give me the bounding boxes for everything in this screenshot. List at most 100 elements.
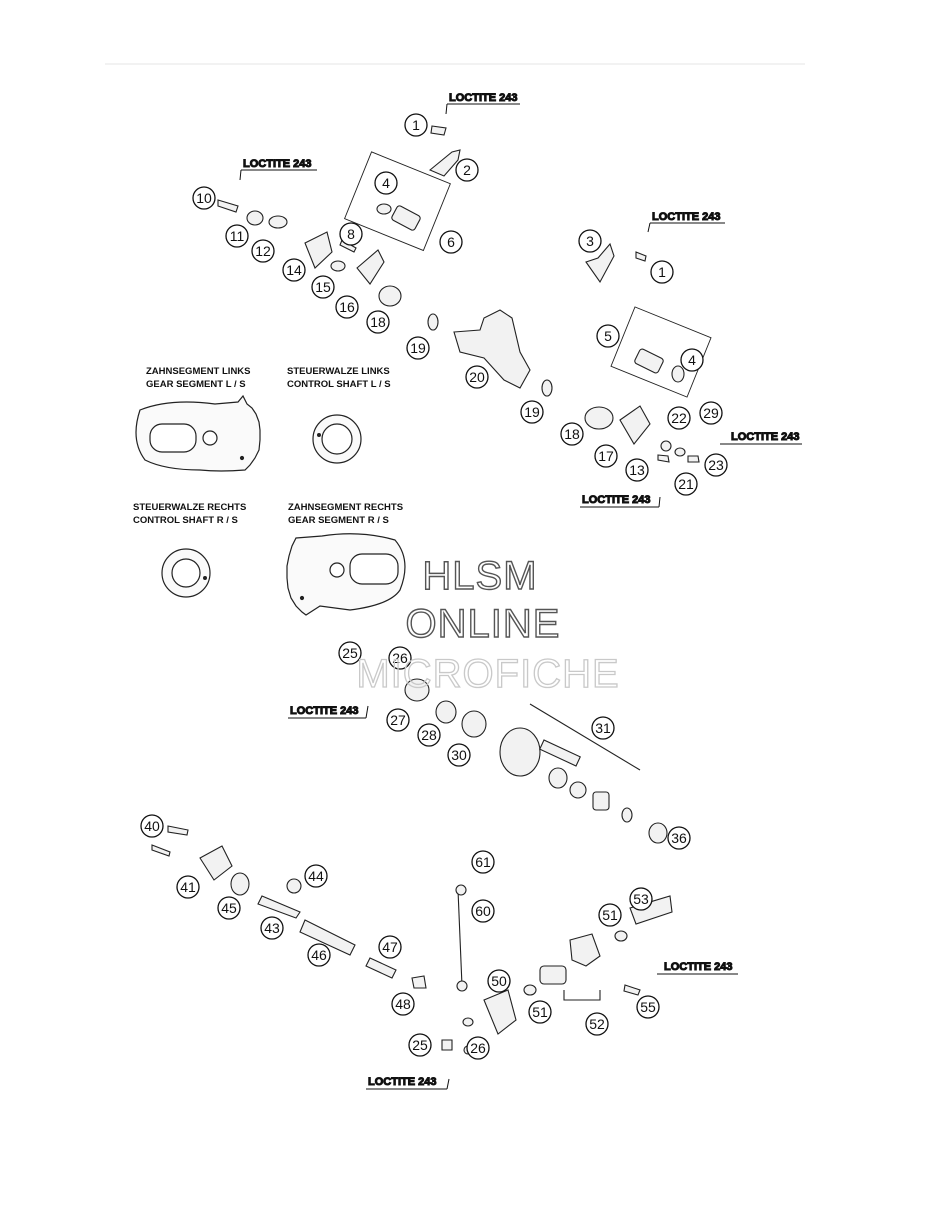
part-callout: 4 bbox=[680, 348, 704, 372]
loctite-label: LOCTITE 243 bbox=[731, 431, 799, 443]
callout-circle bbox=[487, 969, 511, 993]
callout-number: 25 bbox=[412, 1037, 428, 1053]
callout-circle bbox=[417, 723, 441, 747]
callout-circle bbox=[391, 992, 415, 1016]
callout-circle bbox=[704, 453, 728, 477]
svg-text:GEAR SEGMENT R / S: GEAR SEGMENT R / S bbox=[288, 515, 389, 526]
callout-circle bbox=[386, 708, 410, 732]
upper-parts-drawings bbox=[217, 125, 712, 463]
part-callout: 10 bbox=[192, 186, 216, 210]
part-callout: 1 bbox=[404, 113, 428, 137]
callout-number: 23 bbox=[708, 457, 724, 473]
callout-circle bbox=[585, 1012, 609, 1036]
part-callout: 53 bbox=[629, 887, 653, 911]
callout-circle bbox=[307, 943, 331, 967]
callout-number: 47 bbox=[382, 939, 398, 955]
callout-circle bbox=[366, 310, 390, 334]
part-callout: 2 bbox=[455, 158, 479, 182]
callout-number: 50 bbox=[491, 973, 507, 989]
callout-number: 19 bbox=[524, 404, 540, 420]
callout-circle bbox=[404, 113, 428, 137]
callout-circle bbox=[439, 230, 463, 254]
callout-number: 4 bbox=[382, 175, 390, 191]
callout-circle bbox=[260, 916, 284, 940]
callout-number: 20 bbox=[469, 369, 485, 385]
callout-circle bbox=[217, 896, 241, 920]
svg-text:STEUERWALZE RECHTS: STEUERWALZE RECHTS bbox=[133, 502, 246, 513]
callout-circle bbox=[339, 222, 363, 246]
callout-number: 31 bbox=[595, 720, 611, 736]
callout-number: 60 bbox=[475, 903, 491, 919]
callout-number: 30 bbox=[451, 747, 467, 763]
callout-number: 4 bbox=[688, 352, 696, 368]
watermark-line-2: ONLINE bbox=[406, 602, 561, 646]
callout-circle bbox=[650, 260, 674, 284]
callout-circle bbox=[282, 258, 306, 282]
callout-circle bbox=[408, 1033, 432, 1057]
callout-circle bbox=[466, 1036, 490, 1060]
callout-number: 13 bbox=[629, 462, 645, 478]
part-callout: 12 bbox=[251, 239, 275, 263]
callout-number: 53 bbox=[633, 891, 649, 907]
callout-number: 1 bbox=[658, 264, 666, 280]
callout-circle bbox=[455, 158, 479, 182]
svg-text:ZAHNSEGMENT LINKS: ZAHNSEGMENT LINKS bbox=[146, 366, 251, 377]
callout-circle bbox=[471, 899, 495, 923]
loctite-labels: LOCTITE 243 LOCTITE 243 LOCTITE 243 LOCT… bbox=[239, 92, 802, 1090]
callout-number: 5 bbox=[604, 328, 612, 344]
part-callout: 19 bbox=[520, 400, 544, 424]
callout-circle bbox=[447, 743, 471, 767]
callout-circle bbox=[578, 229, 602, 253]
callout-number: 1 bbox=[412, 117, 420, 133]
part-callout: 19 bbox=[406, 336, 430, 360]
callout-circle bbox=[629, 887, 653, 911]
callout-circle bbox=[594, 444, 618, 468]
svg-text:ZAHNSEGMENT RECHTS: ZAHNSEGMENT RECHTS bbox=[288, 502, 403, 513]
part-callout: 5 bbox=[596, 324, 620, 348]
callout-circle bbox=[625, 458, 649, 482]
part-callout: 1 bbox=[650, 260, 674, 284]
callout-number: 17 bbox=[598, 448, 614, 464]
loctite-label: LOCTITE 243 bbox=[368, 1076, 436, 1088]
loctite-label: LOCTITE 243 bbox=[449, 92, 517, 104]
callout-number: 61 bbox=[475, 854, 491, 870]
callout-number: 27 bbox=[390, 712, 406, 728]
loctite-label: LOCTITE 243 bbox=[652, 211, 720, 223]
callout-number: 40 bbox=[144, 818, 160, 834]
part-callout: 48 bbox=[391, 992, 415, 1016]
watermark-line-1: HLSM bbox=[422, 554, 537, 598]
callout-number: 19 bbox=[410, 340, 426, 356]
callout-number: 6 bbox=[447, 234, 455, 250]
callout-circle bbox=[388, 646, 412, 670]
callout-number: 25 bbox=[342, 645, 358, 661]
callout-number: 43 bbox=[264, 920, 280, 936]
part-callout: 44 bbox=[304, 864, 328, 888]
watermark: HLSM ONLINE MICROFICHE bbox=[356, 553, 620, 696]
callout-number: 51 bbox=[602, 907, 618, 923]
callout-number: 52 bbox=[589, 1016, 605, 1032]
callout-circle bbox=[674, 472, 698, 496]
callout-number: 3 bbox=[586, 233, 594, 249]
loctite-label: LOCTITE 243 bbox=[290, 705, 358, 717]
part-callout: 25 bbox=[408, 1033, 432, 1057]
callout-number: 45 bbox=[221, 900, 237, 916]
callout-number: 15 bbox=[315, 279, 331, 295]
callout-circle bbox=[192, 186, 216, 210]
callout-number: 36 bbox=[671, 830, 687, 846]
callout-number: 29 bbox=[703, 405, 719, 421]
part-callout: 30 bbox=[447, 743, 471, 767]
callout-circle bbox=[699, 401, 723, 425]
part-callout: 52 bbox=[585, 1012, 609, 1036]
callout-circle bbox=[465, 365, 489, 389]
svg-text:CONTROL SHAFT R / S: CONTROL SHAFT R / S bbox=[133, 515, 238, 526]
callout-circle bbox=[591, 716, 615, 740]
callout-number: 16 bbox=[339, 299, 355, 315]
loctite-label: LOCTITE 243 bbox=[582, 494, 650, 506]
svg-text:GEAR SEGMENT L / S: GEAR SEGMENT L / S bbox=[146, 379, 246, 390]
part-callout: 43 bbox=[260, 916, 284, 940]
callout-number: 8 bbox=[347, 226, 355, 242]
part-callout: 3 bbox=[578, 229, 602, 253]
callout-circle bbox=[528, 1000, 552, 1024]
